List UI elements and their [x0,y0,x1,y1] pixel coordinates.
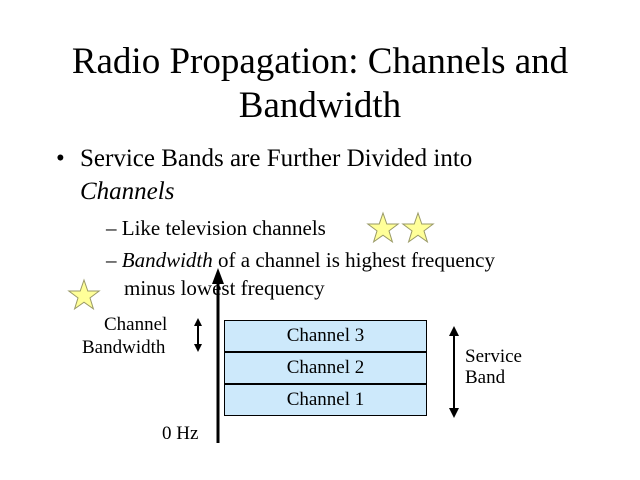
bullet-text-line2: Channels [80,178,175,205]
dash: – [106,248,117,272]
dash: – [106,216,117,240]
channel-bandwidth-label-line2: Bandwidth [82,337,166,358]
star-icon [402,212,434,243]
channel-bandwidth-arrow [194,318,202,352]
bullet-marker: • [56,145,65,172]
frequency-axis-arrow [212,268,224,443]
sub-bullet-2-line2: minus lowest frequency [124,276,325,300]
slide-title-line2: Bandwidth [238,85,402,126]
sub-bullet-1: – Like television channels [106,216,326,241]
service-band-label-line2: Band [465,367,506,388]
sub-bullet-2: – Bandwidth of a channel is highest freq… [106,248,495,273]
star-icon [367,212,399,243]
slide-title-line1: Radio Propagation: Channels and [71,41,569,82]
service-band-arrow [449,326,459,418]
channel-1-box: Channel 1 [224,384,427,416]
channel-3-box: Channel 3 [224,320,427,352]
sub-bullet-2-text: of a channel is highest frequency [212,248,495,272]
channel-bandwidth-label-line1: Channel [104,314,168,335]
sub-bullet-1-text: Like television channels [121,216,326,240]
zero-hz-label: 0 Hz [162,423,199,444]
star-icon [68,279,100,310]
channel-2-box: Channel 2 [224,352,427,384]
bandwidth-italic: Bandwidth [121,248,213,272]
service-band-label-line1: Service [465,346,522,367]
bullet-text-line1: Service Bands are Further Divided into [80,145,473,172]
